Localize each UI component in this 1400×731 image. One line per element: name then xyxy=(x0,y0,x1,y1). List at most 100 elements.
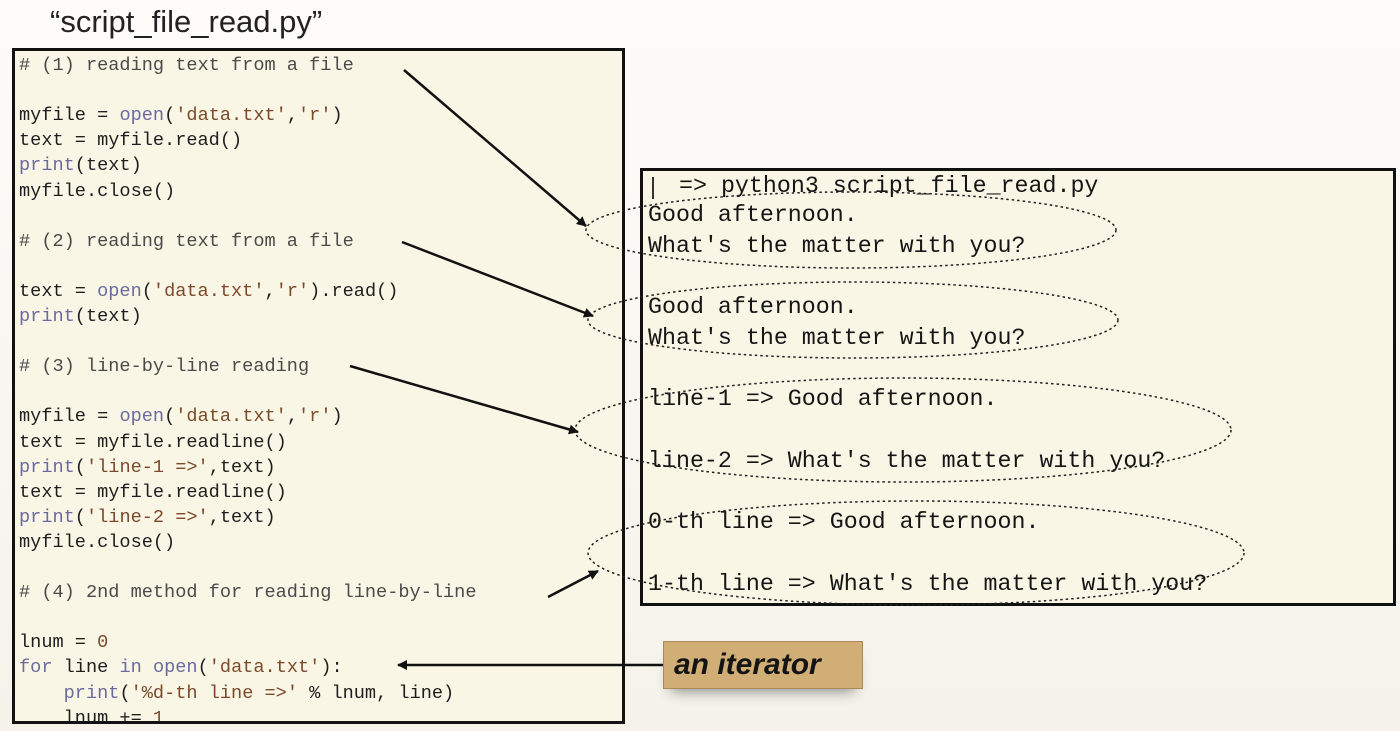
code-line: lnum += 1 xyxy=(19,706,165,724)
code-token: 'r' xyxy=(298,406,332,428)
code-token: open xyxy=(119,105,165,127)
code-token: ( xyxy=(141,280,153,302)
pointer-arrow xyxy=(401,240,594,318)
highlight-ellipse xyxy=(587,500,1245,606)
code-token: print xyxy=(19,456,75,478)
code-token: print xyxy=(63,682,120,704)
code-line: print(text) xyxy=(19,153,142,178)
code-token: text = xyxy=(19,280,98,302)
code-token: text = myfile.readline() xyxy=(19,431,287,453)
code-line: # (4) 2nd method for reading line-by-lin… xyxy=(19,580,476,605)
code-token: , xyxy=(286,105,299,127)
code-token: open xyxy=(97,280,142,302)
code-line: text = myfile.read() xyxy=(19,128,242,153)
code-line: myfile = open('data.txt','r') xyxy=(19,404,343,429)
highlight-ellipse xyxy=(587,281,1119,359)
code-token: '%d-th line =>' xyxy=(130,682,298,704)
code-token: ) xyxy=(331,105,343,127)
code-token: 0 xyxy=(97,632,109,654)
terminal-output-panel: => python3 script_file_read.py Good afte… xyxy=(640,168,1396,606)
code-token: 'r' xyxy=(275,280,310,302)
highlight-ellipse xyxy=(585,191,1117,269)
code-line: print(text) xyxy=(19,304,142,329)
code-token: (text) xyxy=(74,306,142,327)
pointer-arrow xyxy=(403,69,587,227)
code-token: ,text) xyxy=(208,456,276,478)
slide-title: “script_file_read.py” xyxy=(50,4,323,39)
code-token: 'data.txt' xyxy=(208,657,321,679)
code-line: text = myfile.readline() xyxy=(19,480,287,505)
code-token: 'data.txt' xyxy=(175,406,287,428)
output-line: 0-th line => Good afternoon. xyxy=(648,509,1040,535)
code-token: for xyxy=(19,657,53,679)
highlight-ellipse xyxy=(574,377,1232,483)
code-token: myfile = xyxy=(19,105,120,127)
code-line: # (1) reading text from a file xyxy=(19,53,354,78)
code-token: myfile.close() xyxy=(19,531,176,553)
code-line: myfile.close() xyxy=(19,179,175,204)
code-line: lnum = 0 xyxy=(19,630,108,655)
code-token: 1 xyxy=(152,707,165,724)
code-token: text = myfile.read() xyxy=(19,130,243,152)
code-token: ,text) xyxy=(208,506,276,528)
terminal-cursor xyxy=(652,177,654,199)
code-token: ( xyxy=(119,682,131,704)
code-token: 'data.txt' xyxy=(152,280,265,302)
output-line: What's the matter with you? xyxy=(648,325,1026,351)
code-token: ( xyxy=(197,657,209,679)
code-token: , xyxy=(286,406,299,428)
code-token: line xyxy=(52,657,120,679)
code-line: # (3) line-by-line reading xyxy=(19,354,309,379)
output-line: Good afternoon. xyxy=(648,202,858,228)
code-token: in xyxy=(119,657,142,679)
pointer-arrow xyxy=(349,364,579,435)
code-panel: # (1) reading text from a file myfile = o… xyxy=(12,48,625,724)
output-line: 1-th line => What's the matter with you? xyxy=(648,571,1208,597)
code-token: 'r' xyxy=(298,105,332,127)
code-token: print xyxy=(19,506,75,528)
code-token: myfile = xyxy=(19,406,120,428)
code-token: lnum += xyxy=(19,707,153,724)
code-line: for line in open('data.txt'): xyxy=(19,655,343,680)
code-token: print xyxy=(19,306,75,327)
code-token: # (3) line-by-line reading xyxy=(19,356,310,378)
code-token: # (2) reading text from a file xyxy=(19,230,354,252)
code-token: ( xyxy=(164,406,176,428)
code-token: # (1) reading text from a file xyxy=(19,55,354,76)
code-line: print('%d-th line =>' % lnum, line) xyxy=(19,681,455,706)
code-token: % lnum, line) xyxy=(297,682,455,704)
code-token: ( xyxy=(74,456,86,478)
code-token: ) xyxy=(331,406,343,428)
code-token: open xyxy=(152,657,198,679)
pointer-arrow xyxy=(547,569,599,599)
code-line: # (2) reading text from a file xyxy=(19,229,354,254)
code-line: print('line-1 =>',text) xyxy=(19,455,276,480)
code-token: ): xyxy=(320,657,343,679)
output-line: What's the matter with you? xyxy=(648,233,1026,259)
code-line: myfile = open('data.txt','r') xyxy=(19,103,343,128)
code-token: 'data.txt' xyxy=(175,105,287,127)
callout-label: an iterator xyxy=(674,648,821,681)
output-line: line-1 => Good afternoon. xyxy=(648,386,998,412)
code-token: , xyxy=(264,280,276,302)
code-line: text = open('data.txt','r').read() xyxy=(19,279,398,304)
code-token: # (4) 2nd method for reading line-by-lin… xyxy=(19,582,477,604)
code-token: 'line-1 =>' xyxy=(85,456,209,478)
code-token: print xyxy=(19,155,75,177)
code-token: ( xyxy=(164,105,176,127)
code-token: ).read() xyxy=(309,280,399,302)
code-token: lnum = xyxy=(19,632,98,654)
code-line: print('line-2 =>',text) xyxy=(19,505,276,530)
terminal-command: => python3 script_file_read.py xyxy=(679,173,1099,199)
code-line: myfile.close() xyxy=(19,530,175,555)
code-token: ( xyxy=(74,506,86,528)
code-token: open xyxy=(119,406,165,428)
code-token: (text) xyxy=(74,155,142,177)
output-line: Good afternoon. xyxy=(648,294,858,320)
code-token: 'line-2 =>' xyxy=(85,506,209,528)
code-token: text = myfile.readline() xyxy=(19,481,287,503)
code-token: myfile.close() xyxy=(19,180,176,202)
callout-box: an iterator xyxy=(663,641,863,689)
code-line: text = myfile.readline() xyxy=(19,430,287,455)
